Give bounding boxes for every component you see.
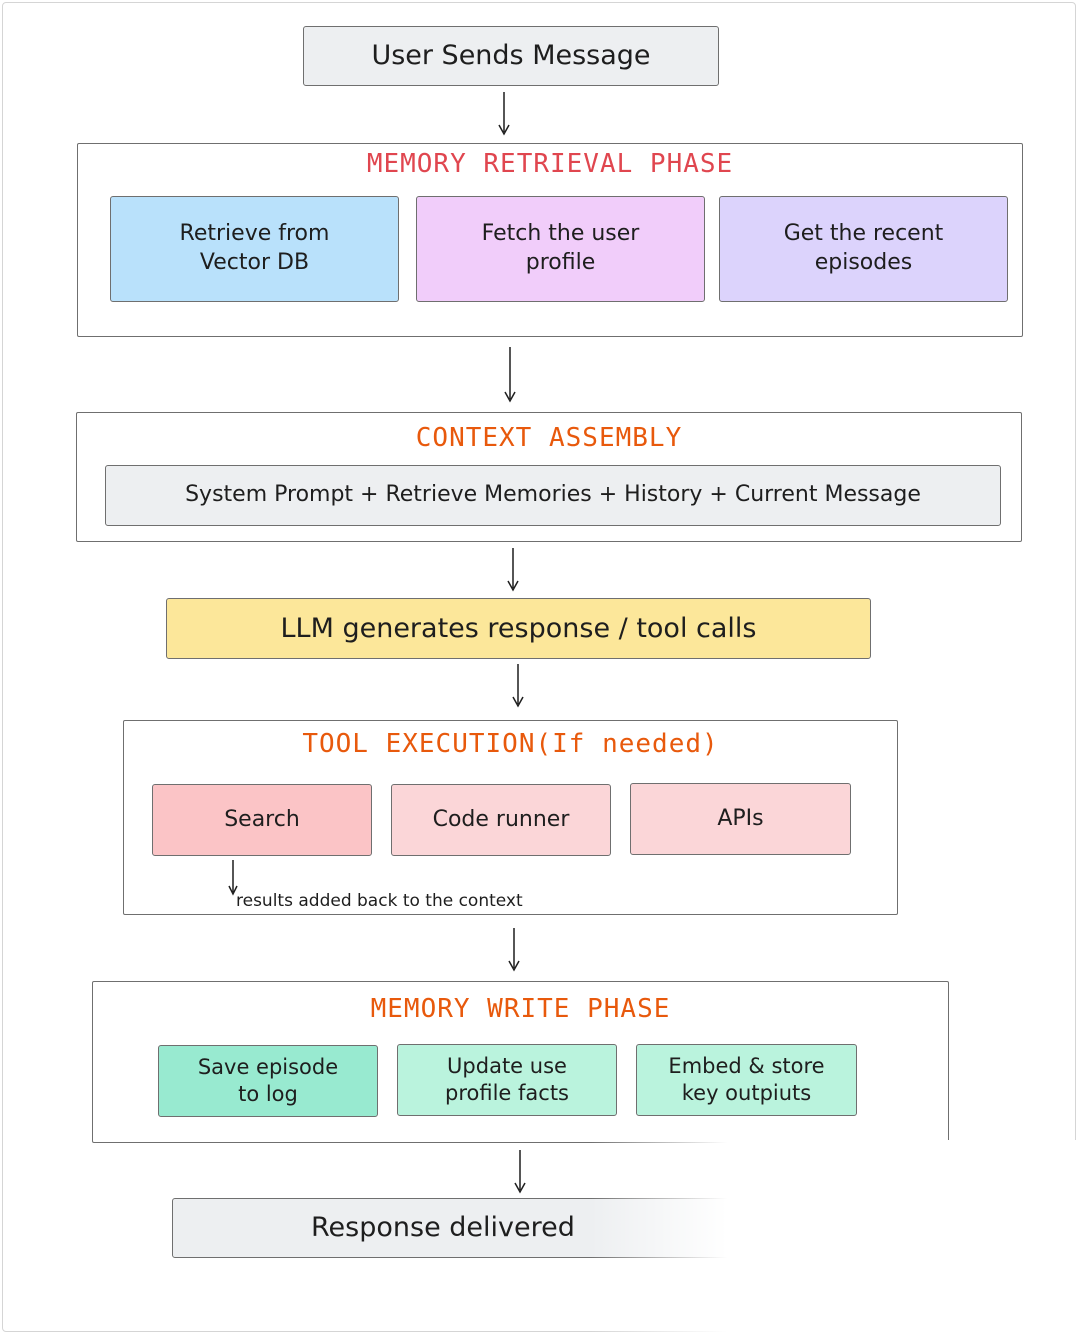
response-delivered-label: Response delivered bbox=[311, 1212, 575, 1244]
llm-generates-response-label: LLM generates response / tool calls bbox=[280, 612, 757, 644]
results-added-note: results added back to the context bbox=[236, 891, 523, 911]
apis-tool-label: APIs bbox=[717, 805, 764, 831]
bottom-right-fade-overlay bbox=[590, 1140, 1080, 1336]
arrow-retrieval-to-context bbox=[504, 347, 516, 403]
apis-tool-node: APIs bbox=[630, 783, 851, 855]
tool-execution-title: TOOL EXECUTION(If needed) bbox=[302, 729, 719, 759]
user-sends-message-label: User Sends Message bbox=[371, 40, 651, 72]
save-episode-label: Save episode to log bbox=[197, 1054, 339, 1106]
embed-store-label: Embed & store key outpiuts bbox=[668, 1053, 825, 1105]
arrow-search-to-note bbox=[228, 860, 238, 896]
save-episode-node: Save episode to log bbox=[158, 1045, 378, 1117]
arrow-tools-to-write bbox=[508, 928, 520, 972]
arrow-context-to-llm bbox=[507, 548, 519, 592]
context-formula-label: System Prompt + Retrieve Memories + Hist… bbox=[185, 482, 921, 508]
arrow-start-to-retrieval bbox=[498, 92, 510, 136]
search-tool-node: Search bbox=[152, 784, 372, 856]
arrow-llm-to-tools bbox=[512, 664, 524, 708]
tool-execution-phase: TOOL EXECUTION(If needed) Search Code ru… bbox=[123, 720, 898, 915]
arrow-write-to-response bbox=[514, 1150, 526, 1194]
retrieve-vector-db-label: Retrieve from Vector DB bbox=[179, 221, 330, 275]
fetch-user-profile-node: Fetch the user profile bbox=[416, 196, 705, 302]
memory-write-phase: MEMORY WRITE PHASE Save episode to log U… bbox=[92, 981, 949, 1143]
context-assembly-phase: CONTEXT ASSEMBLY System Prompt + Retriev… bbox=[76, 412, 1022, 542]
llm-generates-response-node: LLM generates response / tool calls bbox=[166, 598, 871, 659]
code-runner-tool-label: Code runner bbox=[432, 806, 570, 832]
update-profile-facts-node: Update use profile facts bbox=[397, 1044, 617, 1116]
retrieve-vector-db-node: Retrieve from Vector DB bbox=[110, 196, 399, 302]
embed-store-node: Embed & store key outpiuts bbox=[636, 1044, 857, 1116]
memory-retrieval-phase: MEMORY RETRIEVAL PHASE Retrieve from Vec… bbox=[77, 143, 1023, 337]
user-sends-message-node: User Sends Message bbox=[303, 26, 719, 86]
memory-write-title: MEMORY WRITE PHASE bbox=[370, 994, 671, 1024]
context-assembly-title: CONTEXT ASSEMBLY bbox=[415, 423, 683, 453]
get-recent-episodes-label: Get the recent episodes bbox=[783, 221, 944, 275]
fetch-user-profile-label: Fetch the user profile bbox=[481, 221, 640, 275]
memory-retrieval-title: MEMORY RETRIEVAL PHASE bbox=[366, 149, 734, 179]
context-formula-node: System Prompt + Retrieve Memories + Hist… bbox=[105, 465, 1001, 526]
update-profile-facts-label: Update use profile facts bbox=[445, 1053, 569, 1105]
get-recent-episodes-node: Get the recent episodes bbox=[719, 196, 1008, 302]
search-tool-label: Search bbox=[224, 806, 300, 832]
code-runner-tool-node: Code runner bbox=[391, 784, 611, 856]
